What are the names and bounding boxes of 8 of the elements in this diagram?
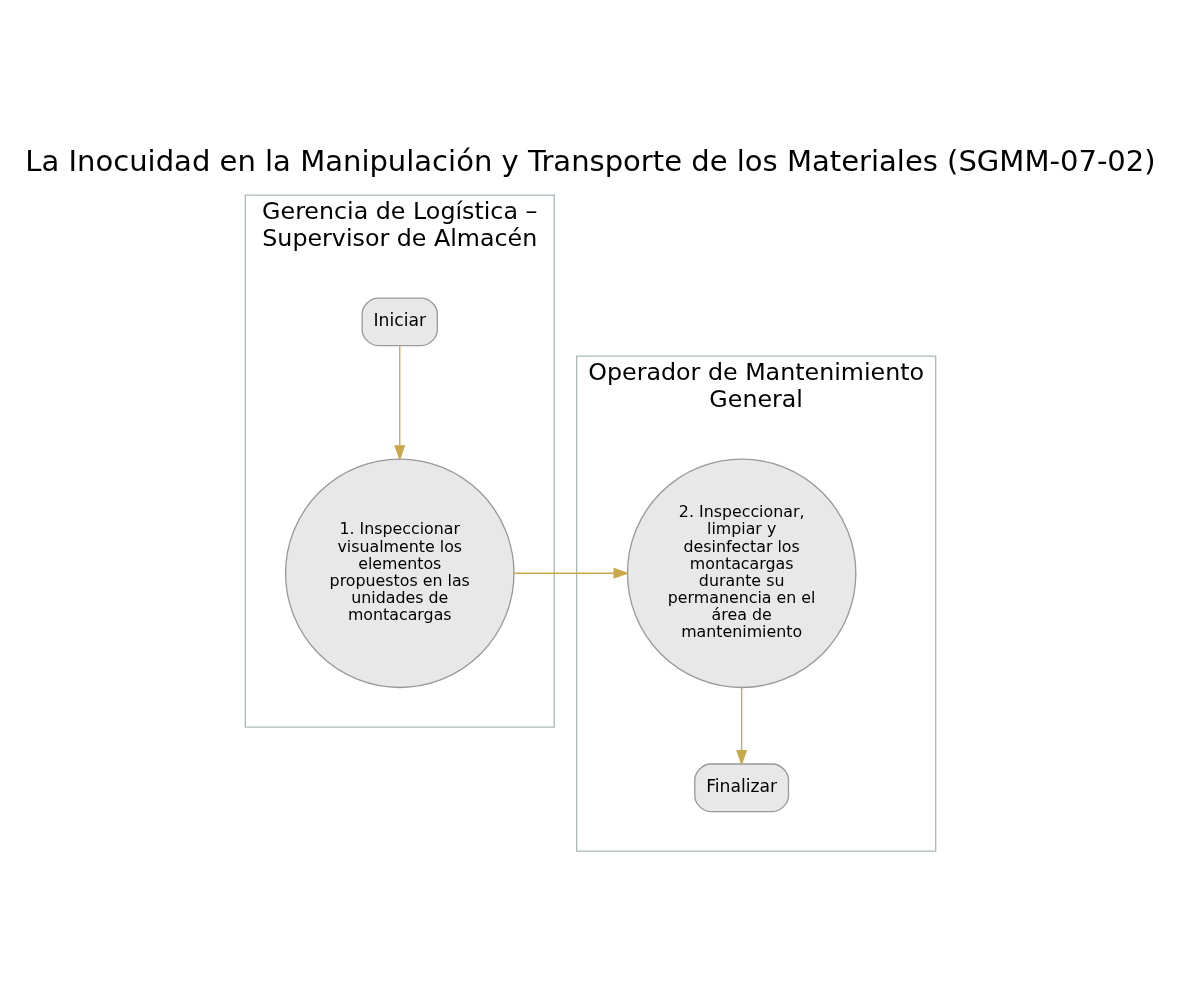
node-box: Finalizar: [694, 762, 790, 812]
arrow: [736, 686, 748, 766]
arrow: [394, 344, 406, 461]
node-circle: 1. Inspeccionar visualmente los elementos propuestos en las unidades de montacargas: [284, 457, 515, 688]
diagram-title: La Inocuidad en la Manipulación y Transporte de los Materiales (SGMM-07-02): [25, 143, 1156, 178]
node-box: Iniciar: [361, 296, 439, 346]
arrow: [513, 567, 630, 579]
node-circle: 2. Inspeccionar, limpiar y desinfectar los montacargas durante su permanencia en el área de mantenimiento: [626, 457, 857, 688]
